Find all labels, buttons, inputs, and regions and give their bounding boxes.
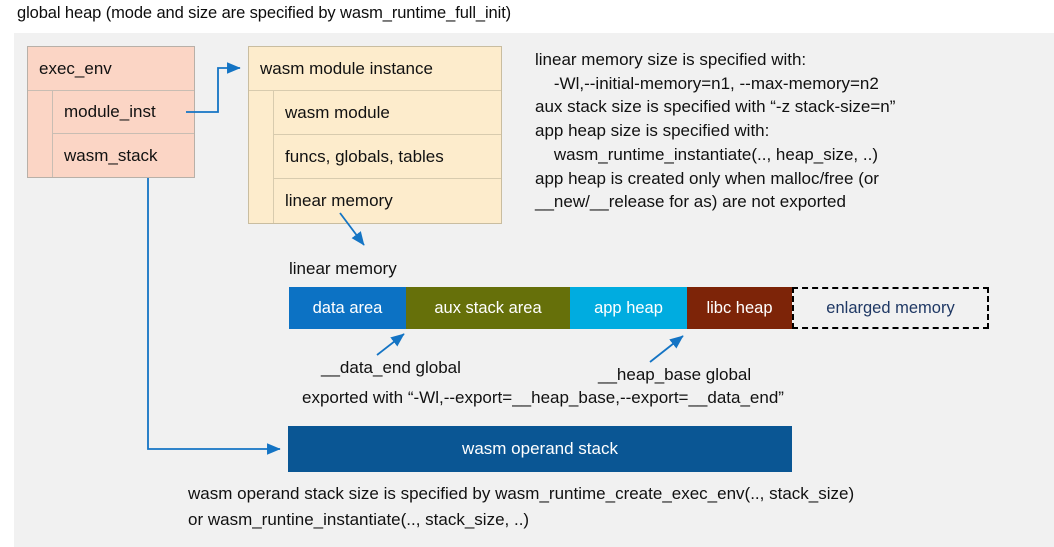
module-instance-row-wasm-module: wasm module [274, 91, 501, 135]
memory-segment-label: enlarged memory [826, 298, 955, 317]
wasm-module-label: wasm module [285, 102, 390, 122]
exec-env-row-wasm-stack: wasm_stack [53, 134, 194, 177]
memory-segment-label: aux stack area [434, 298, 542, 317]
memory-segment-label: libc heap [706, 298, 773, 317]
exec-env-gutter [28, 91, 53, 177]
memory-segment-enlarged-memory: enlarged memory [792, 287, 989, 329]
module-inst-label: module_inst [64, 102, 156, 121]
module-instance-row-linear-memory: linear memory [274, 179, 501, 223]
memory-segment-app-heap: app heap [570, 287, 687, 329]
wasm-operand-stack-box: wasm operand stack [288, 426, 792, 472]
callout-data-end: __data_end global [321, 358, 461, 377]
exec-env-row-module-inst: module_inst [53, 91, 194, 134]
page-title: global heap (mode and size are specified… [17, 4, 512, 22]
operand-stack-notes: wasm operand stack size is specified by … [188, 484, 855, 529]
memory-segment-libc-heap: libc heap [687, 287, 792, 329]
callout-heap-base: __heap_base global [598, 365, 752, 384]
memory-segment-aux-stack-area: aux stack area [406, 287, 570, 329]
exec-env-box: exec_env module_inst wasm_stack [27, 46, 195, 178]
exec-env-header: exec_env [28, 47, 194, 91]
linear-memory-bar: data area aux stack area app heap libc heap… [289, 287, 989, 329]
wasm-operand-stack-label: wasm operand stack [462, 439, 618, 458]
module-instance-header: wasm module instance [249, 47, 501, 91]
memory-segment-data-area: data area [289, 287, 406, 329]
exec-env-header-label: exec_env [39, 58, 112, 78]
module-instance-row-funcs-globals-tables: funcs, globals, tables [274, 135, 501, 179]
wasm-stack-label: wasm_stack [64, 145, 158, 165]
linear-memory-notes: linear memory size is specified with: -W… [535, 50, 896, 212]
linear-memory-bar-label: linear memory [289, 259, 397, 278]
funcs-globals-tables-label: funcs, globals, tables [285, 146, 444, 166]
module-instance-header-label: wasm module instance [260, 58, 433, 78]
module-instance-gutter [249, 91, 274, 223]
memory-segment-label: app heap [594, 298, 663, 317]
memory-segment-label: data area [312, 298, 383, 317]
callout-exported-with: exported with “-Wl,--export=__heap_base,… [302, 388, 784, 407]
linear-memory-row-label: linear memory [285, 191, 393, 210]
wasm-module-instance-box: wasm module instance wasm module funcs, … [248, 46, 502, 224]
